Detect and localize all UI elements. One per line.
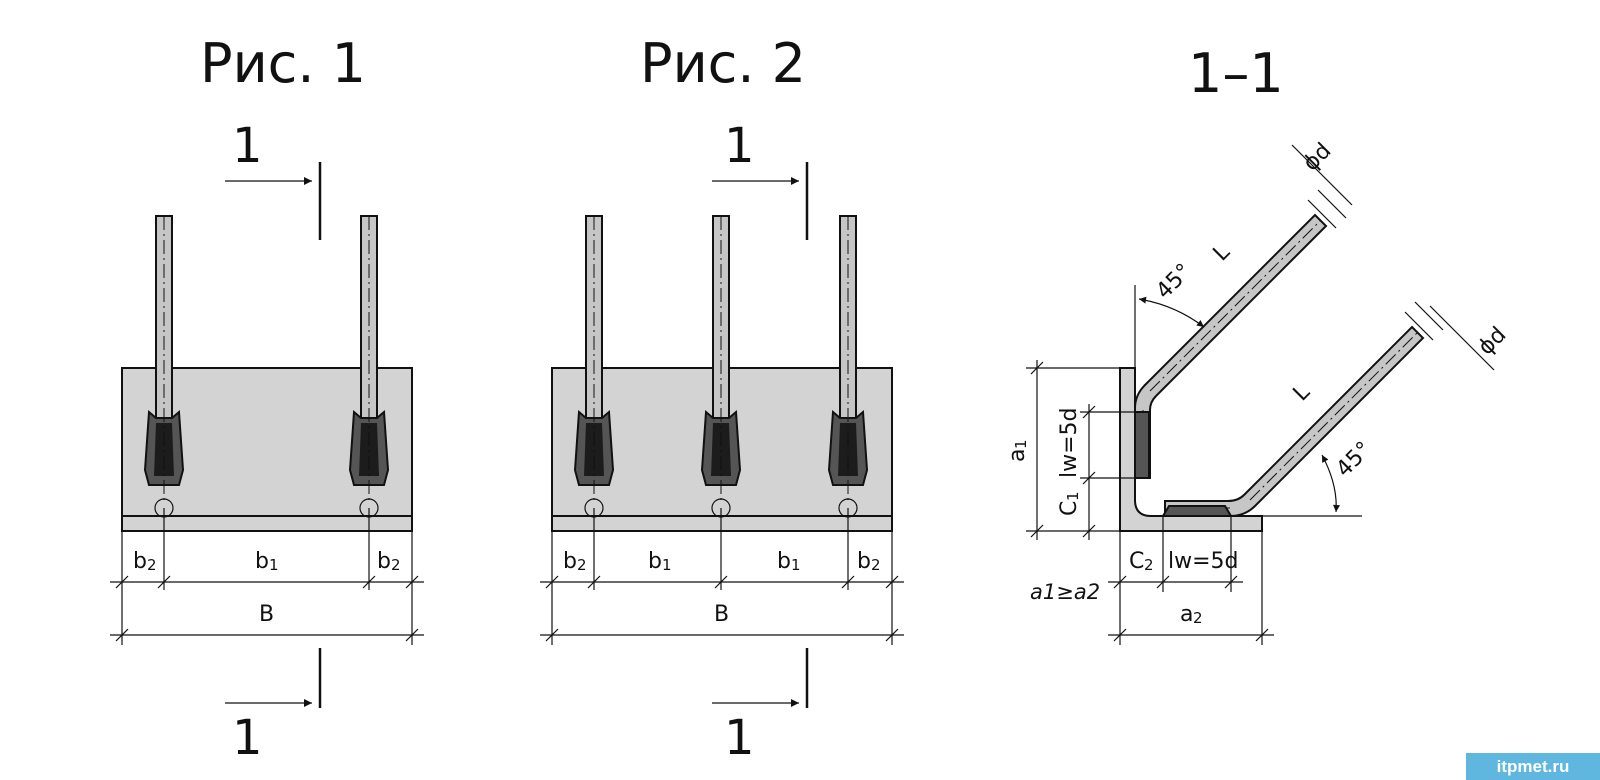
angle-profile bbox=[1119, 367, 1263, 532]
dim-horizontal-group: C 2 lw=5d a 2 a1≥a2 bbox=[1030, 516, 1274, 645]
dim-c2-sub: 2 bbox=[1144, 556, 1154, 574]
figure-1-title: Рис. 1 bbox=[200, 32, 366, 95]
dim-vertical-group: a 1 lw=5d C 1 bbox=[1005, 360, 1135, 540]
dimensions-fig1: b 2 b 1 b 2 B bbox=[110, 508, 424, 645]
dim-B: B bbox=[714, 602, 729, 627]
anchor-bar bbox=[348, 215, 390, 518]
dim-b2-left: b bbox=[563, 549, 577, 574]
dim-length-lower: L bbox=[1289, 379, 1316, 406]
section-marker-bottom-fig1: 1 bbox=[225, 648, 322, 766]
dim-lw-vertical: lw=5d bbox=[1057, 407, 1082, 478]
dim-b1-b: b bbox=[777, 549, 791, 574]
figure-1: Рис. 1 1 bbox=[110, 32, 424, 766]
plate-bottom-flange bbox=[121, 515, 413, 532]
dim-B: B bbox=[259, 602, 274, 627]
dim-b2-right-sub: 2 bbox=[391, 556, 401, 574]
weld-vertical bbox=[1134, 411, 1150, 479]
section-marker-label: 1 bbox=[232, 710, 263, 766]
watermark: itpmet.ru bbox=[1466, 753, 1600, 780]
section-marker-label: 1 bbox=[724, 118, 755, 174]
upper-anchor-bar bbox=[1134, 213, 1328, 479]
dim-c1: C bbox=[1057, 501, 1082, 516]
dim-angle-label: 45° bbox=[1332, 437, 1377, 482]
lower-anchor-bar bbox=[1164, 325, 1425, 517]
dim-a1: a bbox=[1005, 449, 1030, 462]
anchor-bar bbox=[143, 215, 185, 518]
dim-diameter-upper: ϕd bbox=[1291, 138, 1353, 229]
dim-a2-sub: 2 bbox=[1193, 609, 1203, 627]
dim-b1-a: b bbox=[648, 549, 662, 574]
dim-b2-right-sub: 2 bbox=[871, 556, 881, 574]
figure-2: Рис. 2 1 bbox=[540, 32, 904, 766]
section-marker-top-fig2: 1 bbox=[712, 118, 809, 240]
dim-c2: C bbox=[1129, 549, 1144, 574]
section-marker-label: 1 bbox=[232, 118, 263, 174]
dim-a2: a bbox=[1180, 602, 1193, 627]
section-title: 1–1 bbox=[1188, 42, 1284, 105]
dim-b1-a-sub: 1 bbox=[662, 556, 672, 574]
dim-b1: b bbox=[255, 549, 269, 574]
dim-b2-left-sub: 2 bbox=[577, 556, 587, 574]
weld-horizontal bbox=[1161, 505, 1233, 517]
dim-b2-left: b bbox=[133, 549, 147, 574]
dim-b2-right: b bbox=[857, 549, 871, 574]
dim-diameter-label: ϕd bbox=[1299, 138, 1337, 176]
section-marker-bottom-fig2: 1 bbox=[712, 648, 809, 766]
anchor-bar bbox=[827, 215, 869, 518]
condition-note: a1≥a2 bbox=[1030, 580, 1100, 604]
figure-2-title: Рис. 2 bbox=[640, 32, 806, 95]
anchor-bar bbox=[573, 215, 615, 518]
section-marker-label: 1 bbox=[724, 710, 755, 766]
dim-b2-left-sub: 2 bbox=[147, 556, 157, 574]
dim-lw-horizontal: lw=5d bbox=[1168, 549, 1239, 574]
dimensions-fig2: b 2 b 1 b 1 b 2 B bbox=[540, 508, 904, 645]
dim-b1-sub: 1 bbox=[269, 556, 279, 574]
dim-c1-sub: 1 bbox=[1064, 491, 1082, 501]
dim-a1-sub: 1 bbox=[1012, 439, 1030, 449]
plate-bottom-flange bbox=[551, 515, 893, 532]
dim-angle-label: 45° bbox=[1152, 259, 1197, 304]
dim-b2-right: b bbox=[377, 549, 391, 574]
section-1-1: 1–1 ϕd L 45° ϕd bbox=[1005, 42, 1511, 645]
dim-length-upper: L bbox=[1209, 239, 1236, 266]
section-marker-top-fig1: 1 bbox=[225, 118, 322, 240]
dim-b1-b-sub: 1 bbox=[791, 556, 801, 574]
anchor-bar bbox=[700, 215, 742, 518]
